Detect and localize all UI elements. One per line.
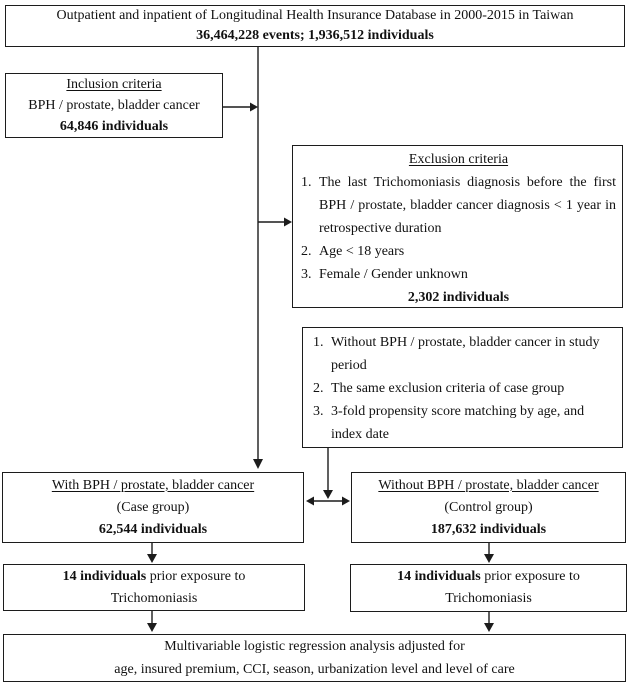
source-counts: 36,464,228 events; 1,936,512 individuals xyxy=(196,28,434,43)
analysis-line1: Multivariable logistic regression analys… xyxy=(164,639,465,654)
analysis-box: Multivariable logistic regression analys… xyxy=(3,634,626,682)
case-group-count: 62,544 individuals xyxy=(98,521,208,537)
item-text: Female / Gender unknown xyxy=(319,267,468,282)
item-text: The last Trichomoniasis diagnosis before… xyxy=(319,175,616,236)
item-text: The same exclusion criteria of case grou… xyxy=(331,381,565,396)
matching-item-2: 2. The same exclusion criteria of case g… xyxy=(313,377,614,400)
case-exposure-count: 14 individuals xyxy=(62,568,147,584)
control-exposure-count: 14 individuals xyxy=(397,569,481,584)
item-number: 3. xyxy=(301,267,312,282)
control-exposure-box: 14 individuals prior exposure to Trichom… xyxy=(350,564,627,612)
exclusion-count: 2,302 individuals xyxy=(407,290,510,305)
matching-item-1: 1. Without BPH / prostate, bladder cance… xyxy=(313,331,614,377)
exclusion-criteria-box: Exclusion criteria 1. The last Trichomon… xyxy=(292,145,623,308)
inclusion-title: Inclusion criteria xyxy=(66,77,162,92)
arrow-matching-to-gap xyxy=(323,448,333,499)
exclusion-item-2: 2. Age < 18 years xyxy=(301,240,616,263)
arrow-source-to-case-group xyxy=(253,47,263,469)
case-group-box: With BPH / prostate, bladder cancer (Cas… xyxy=(2,472,304,543)
control-group-subtitle: (Control group) xyxy=(444,499,533,515)
control-exposure-line2: Trichomoniasis xyxy=(445,591,532,606)
control-exposure-rest: prior exposure to xyxy=(484,569,580,584)
exclusion-item-3: 3. Female / Gender unknown xyxy=(301,263,616,286)
item-text: 3-fold propensity score matching by age,… xyxy=(331,404,585,442)
item-number: 1. xyxy=(313,335,324,350)
inclusion-count: 64,846 individuals xyxy=(59,119,169,134)
arrow-control-to-exposure xyxy=(484,543,494,563)
arrow-control-exposure-to-analysis xyxy=(484,612,494,632)
arrow-case-to-exposure xyxy=(147,543,157,563)
case-group-title: With BPH / prostate, bladder cancer xyxy=(51,477,255,493)
item-text: Age < 18 years xyxy=(319,244,405,259)
control-group-box: Without BPH / prostate, bladder cancer (… xyxy=(351,472,626,543)
analysis-line2: age, insured premium, CCI, season, urban… xyxy=(114,662,515,677)
double-arrow-case-control xyxy=(306,496,350,506)
case-group-subtitle: (Case group) xyxy=(116,499,190,515)
case-exposure-rest: prior exposure to xyxy=(149,568,246,584)
control-exposure-line1: 14 individuals prior exposure to xyxy=(351,566,626,588)
control-group-title: Without BPH / prostate, bladder cancer xyxy=(378,477,599,493)
matching-criteria-box: 1. Without BPH / prostate, bladder cance… xyxy=(302,327,623,448)
item-text: Without BPH / prostate, bladder cancer i… xyxy=(331,335,600,373)
inclusion-criteria-box: Inclusion criteria BPH / prostate, bladd… xyxy=(5,73,223,138)
inclusion-criteria: BPH / prostate, bladder cancer xyxy=(28,98,200,113)
source-description: Outpatient and inpatient of Longitudinal… xyxy=(56,8,574,23)
case-exposure-line2: Trichomoniasis xyxy=(110,590,198,606)
control-group-count: 187,632 individuals xyxy=(430,521,547,537)
item-number: 3. xyxy=(313,404,324,419)
item-number: 2. xyxy=(301,244,312,259)
case-exposure-box: 14 individuals prior exposure to Trichom… xyxy=(3,564,305,611)
arrow-main-line-to-exclusion xyxy=(258,217,292,227)
arrow-case-exposure-to-analysis xyxy=(147,611,157,632)
item-number: 2. xyxy=(313,381,324,396)
exclusion-item-1: 1. The last Trichomoniasis diagnosis bef… xyxy=(301,171,616,240)
item-number: 1. xyxy=(301,175,312,190)
exclusion-title: Exclusion criteria xyxy=(408,152,509,167)
matching-item-3: 3. 3-fold propensity score matching by a… xyxy=(313,400,614,446)
arrow-inclusion-to-main-line xyxy=(223,102,258,112)
case-exposure-line1: 14 individuals prior exposure to xyxy=(4,566,304,588)
source-database-box: Outpatient and inpatient of Longitudinal… xyxy=(5,5,625,47)
